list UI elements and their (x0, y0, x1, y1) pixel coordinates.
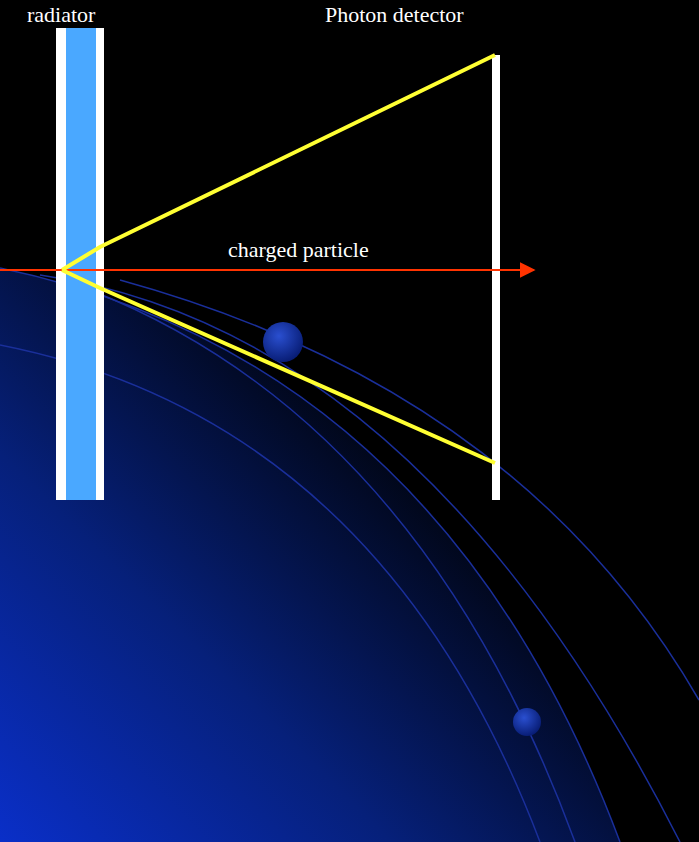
detector-label: Photon detector (325, 2, 464, 28)
decor-ball (263, 322, 303, 362)
cherenkov-photon (62, 55, 495, 270)
decor-arcs (0, 268, 699, 842)
particle-track (0, 269, 534, 271)
cherenkov-photon (62, 270, 495, 463)
decor-ball (513, 708, 541, 736)
radiator-frame (56, 28, 104, 500)
radiator-label: radiator (27, 2, 95, 28)
photon-detector-plane (492, 55, 500, 500)
particle-label: charged particle (228, 237, 369, 263)
